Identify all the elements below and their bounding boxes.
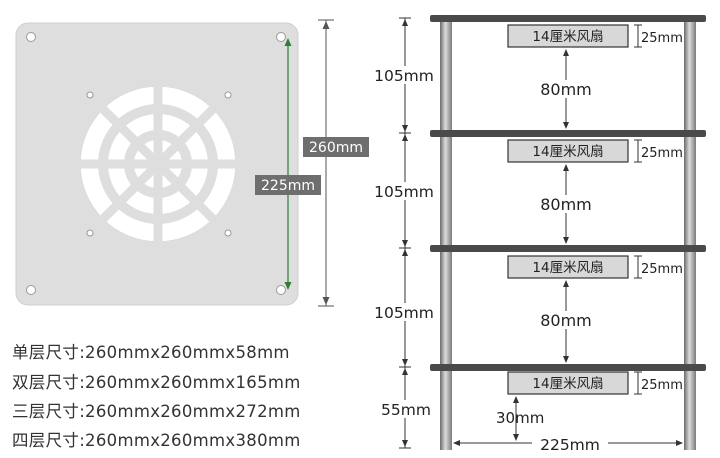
layer-height-label-bg [370, 66, 440, 84]
fan-label: 14厘米风扇 [532, 260, 603, 276]
outer-dim-label-bg [303, 137, 369, 157]
layer-height-label: 105mm [374, 304, 434, 322]
fan-thickness-label: 25mm [641, 262, 683, 277]
right-post [684, 18, 696, 450]
post-spacing-arrowhead [453, 440, 460, 446]
fan-box: 14厘米风扇 [507, 255, 629, 279]
layer-height-label: 105mm [374, 67, 434, 85]
shelf [430, 130, 706, 137]
fan-box: 14厘米风扇 [507, 371, 629, 395]
fan-label: 14厘米风扇 [532, 376, 603, 392]
bottom-clearance-arrowhead [513, 434, 519, 441]
layer-height-label-bg [370, 303, 440, 321]
fan-plate: 260mm 225mm [15, 19, 369, 307]
fan-thickness-label: 25mm [641, 31, 683, 46]
clearance-label: 80mm [540, 311, 592, 330]
corner-hole [276, 285, 286, 295]
corner-hole [26, 32, 36, 42]
fan-screw-hole [86, 91, 94, 99]
hole-dim-label: 225mm [261, 178, 315, 194]
clearance-label: 80mm [540, 195, 592, 214]
clearance-label-bg [536, 311, 596, 329]
fan-thickness-marks [634, 24, 642, 395]
post-spacing-label-bg [532, 434, 608, 452]
fan-thickness-label: 25mm [641, 378, 683, 393]
left-post [440, 18, 452, 450]
corner-hole [276, 32, 286, 42]
fan-label: 14厘米风扇 [532, 29, 603, 45]
post-spacing-arrowhead [676, 440, 683, 446]
outer-dim-label: 260mm [309, 140, 363, 156]
fan-grille [76, 82, 240, 246]
layer-height-label-bg [370, 182, 440, 200]
shelf [430, 15, 706, 22]
clearance-label-bg [536, 195, 596, 213]
spec-line-double: 双层尺寸:260mmx260mmx165mm [12, 373, 301, 392]
fan-screw-hole [86, 229, 94, 237]
corner-hole [26, 285, 36, 295]
fan-label: 14厘米风扇 [532, 144, 603, 160]
fan-screw-hole [224, 229, 232, 237]
height-dimension [399, 17, 411, 449]
spec-line-triple: 三层尺寸:260mmx260mmx272mm [12, 402, 301, 421]
spec-line-single: 单层尺寸:260mmx260mmx58mm [12, 343, 290, 362]
bottom-clearance-arrowhead [513, 396, 519, 403]
clearance-label: 80mm [540, 80, 592, 99]
clearance-label-bg [536, 80, 596, 98]
shelf [430, 364, 706, 371]
height-arrowheads [402, 19, 408, 447]
fan-screw-hole [224, 91, 232, 99]
fan-thickness-label: 25mm [641, 146, 683, 161]
bottom-height-label-bg [376, 400, 438, 418]
plate-size-dimension [318, 19, 334, 307]
fan-box: 14厘米风扇 [507, 139, 629, 163]
hole-spacing-dimension [284, 38, 292, 290]
shelf [430, 245, 706, 252]
layer-height-label: 105mm [374, 183, 434, 201]
bottom-clearance-label: 30mm [496, 409, 544, 427]
bottom-height-label: 55mm [381, 401, 431, 419]
post-spacing-label: 225mm [540, 436, 600, 454]
spec-line-quad: 四层尺寸:260mmx260mmx380mm [12, 431, 301, 450]
hole-dim-label-bg [255, 175, 321, 195]
clearance-arrowheads [563, 49, 569, 363]
fan-box: 14厘米风扇 [507, 24, 629, 48]
rack-diagram: 14厘米风扇 14厘米风扇 14厘米风扇 14厘米风扇 25mm 25mm 25… [370, 15, 706, 454]
